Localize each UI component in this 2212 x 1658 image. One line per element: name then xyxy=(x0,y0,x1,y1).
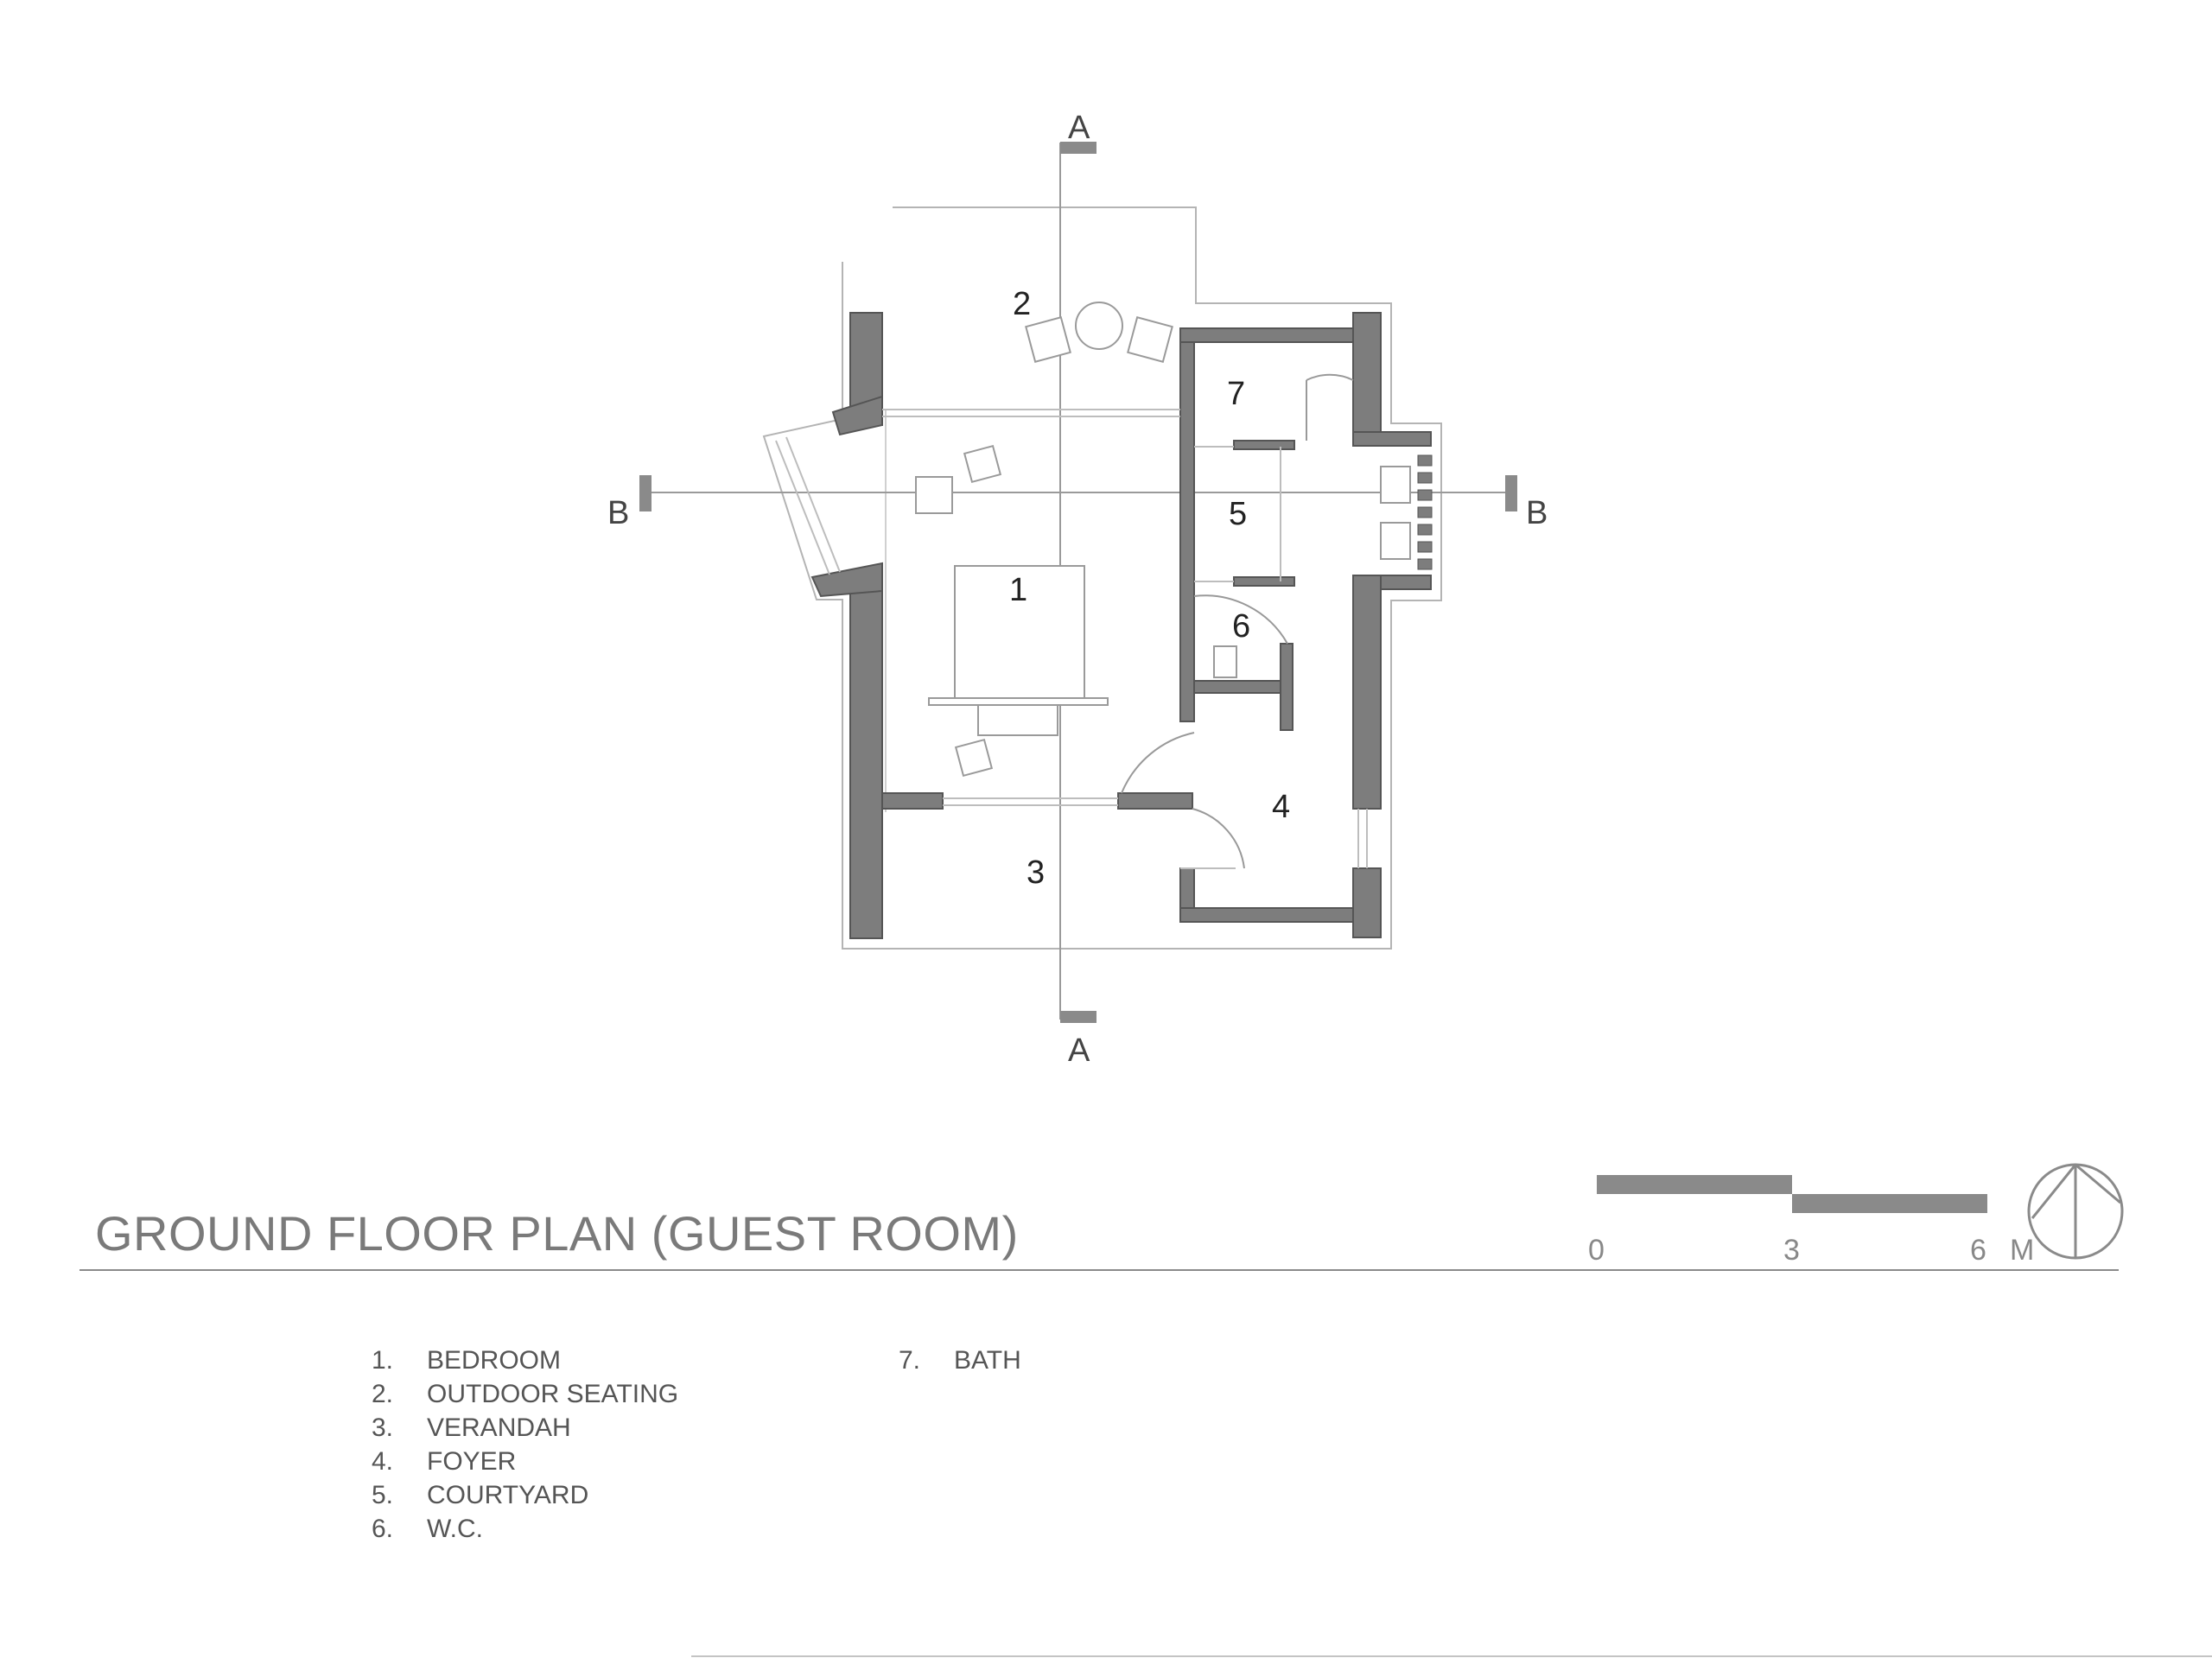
room-number-labels: 1 2 3 4 5 6 7 xyxy=(1009,286,1290,891)
room-number-3: 3 xyxy=(1027,854,1045,891)
glazing-lines xyxy=(775,409,1368,869)
section-b-label-right: B xyxy=(1526,495,1548,531)
chair xyxy=(915,476,953,514)
site-outline xyxy=(762,206,1442,950)
room-number-5: 5 xyxy=(1229,496,1247,532)
legend-label: VERANDAH xyxy=(427,1413,571,1442)
furniture xyxy=(915,302,1411,778)
section-a-label-bottom: A xyxy=(1068,1032,1090,1069)
room-number-4: 4 xyxy=(1272,789,1290,825)
legend-item: 7. BATH xyxy=(899,1344,1021,1377)
legend-item: 6. W.C. xyxy=(372,1512,678,1546)
legend-item: 2. OUTDOOR SEATING xyxy=(372,1377,678,1411)
legend-item: 4. FOYER xyxy=(372,1445,678,1478)
outdoor-chair xyxy=(1127,316,1173,363)
legend-number: 6. xyxy=(372,1515,394,1543)
section-marker-bars xyxy=(639,142,1517,1023)
legend-label: BEDROOM xyxy=(427,1346,562,1375)
legend-number: 5. xyxy=(372,1481,394,1509)
door-swings xyxy=(1121,373,1354,869)
chair xyxy=(954,738,994,778)
chair xyxy=(963,444,1002,484)
walls xyxy=(810,312,1432,939)
legend-label: COURTYARD xyxy=(427,1481,589,1509)
basin xyxy=(1380,466,1411,504)
room-number-2: 2 xyxy=(1013,286,1031,322)
scale-tick-6: 6 xyxy=(1970,1234,1986,1267)
legend-item: 3. VERANDAH xyxy=(372,1411,678,1445)
legend-column-1: 1. BEDROOM 2. OUTDOOR SEATING 3. VERANDA… xyxy=(372,1344,678,1546)
toilet xyxy=(1213,645,1237,678)
drawing-title: GROUND FLOOR PLAN (GUEST ROOM) xyxy=(95,1206,1019,1261)
scale-tick-3: 3 xyxy=(1783,1234,1800,1267)
legend-number: 1. xyxy=(372,1346,394,1375)
bed-bench xyxy=(928,697,1109,706)
room-number-1: 1 xyxy=(1009,572,1027,608)
outdoor-table xyxy=(1075,302,1123,350)
north-arrow-icon xyxy=(2027,1163,2124,1260)
legend-label: OUTDOOR SEATING xyxy=(427,1380,679,1408)
section-a-label-top: A xyxy=(1068,110,1090,146)
scale-bar xyxy=(1597,1175,1987,1213)
legend-number: 4. xyxy=(372,1447,394,1476)
legend-column-2: 7. BATH xyxy=(899,1344,1021,1377)
legend-label: BATH xyxy=(954,1346,1021,1375)
bed xyxy=(954,565,1085,701)
legend-item: 5. COURTYARD xyxy=(372,1478,678,1512)
room-number-7: 7 xyxy=(1227,376,1245,412)
legend-number: 3. xyxy=(372,1413,394,1442)
window-louvres xyxy=(1417,454,1433,570)
scale-tick-0: 0 xyxy=(1588,1234,1605,1267)
scale-unit: M xyxy=(2010,1234,2035,1267)
legend-item: 1. BEDROOM xyxy=(372,1344,678,1377)
outdoor-chair xyxy=(1025,316,1071,363)
legend-label: FOYER xyxy=(427,1447,517,1476)
section-marker-labels: A A B B xyxy=(607,110,1548,1069)
legend-number: 7. xyxy=(899,1346,921,1375)
section-b-label-left: B xyxy=(607,495,629,531)
bedside-desk xyxy=(977,704,1058,736)
legend-label: W.C. xyxy=(427,1515,483,1543)
legend-number: 2. xyxy=(372,1380,394,1408)
room-number-6: 6 xyxy=(1232,608,1250,645)
basin xyxy=(1380,522,1411,560)
